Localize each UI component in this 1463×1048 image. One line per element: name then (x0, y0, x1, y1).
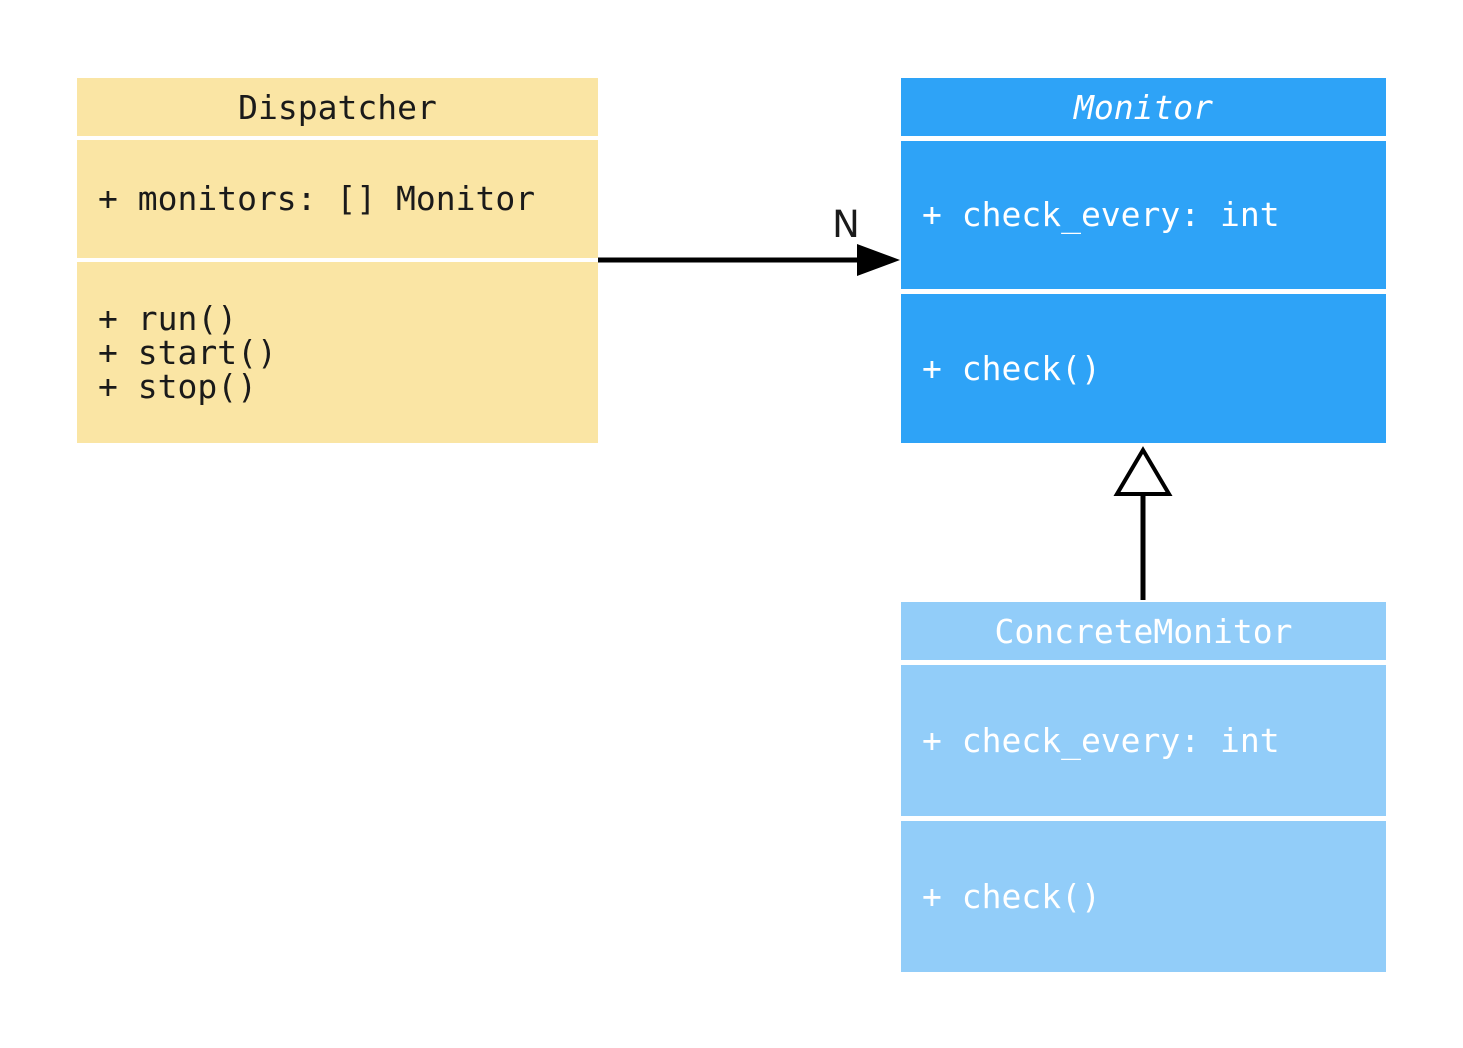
method-run: + run() (98, 298, 238, 338)
attribute-monitors: + monitors: [] Monitor (98, 179, 536, 218)
class-box-dispatcher: Dispatcher + monitors: [] Monitor + run(… (77, 78, 598, 443)
method-start: + start() (98, 332, 277, 372)
class-name-concrete-monitor: ConcreteMonitor (994, 611, 1293, 651)
class-methods-dispatcher: + run() + start() + stop() (77, 262, 598, 443)
class-attributes-monitor: + check_every: int (901, 141, 1386, 289)
attribute-check-every: + check_every: int (922, 195, 1280, 234)
class-name-dispatcher: Dispatcher (238, 87, 437, 127)
class-methods-monitor: + check() (901, 294, 1386, 443)
attribute-check-every: + check_every: int (922, 720, 1280, 760)
class-title-concrete-monitor: ConcreteMonitor (901, 602, 1386, 660)
inheritance-arrow (1113, 446, 1173, 600)
class-box-concrete-monitor: ConcreteMonitor + check_every: int + che… (901, 602, 1386, 972)
association-arrow (598, 244, 900, 276)
class-attributes-concrete-monitor: + check_every: int (901, 665, 1386, 816)
association-multiplicity-label: N (832, 203, 860, 246)
method-check: + check() (922, 348, 1101, 388)
class-name-monitor: Monitor (1073, 87, 1214, 127)
class-attributes-dispatcher: + monitors: [] Monitor (77, 140, 598, 258)
class-title-dispatcher: Dispatcher (77, 78, 598, 136)
method-stop: + stop() (98, 366, 257, 406)
class-title-monitor: Monitor (901, 78, 1386, 136)
class-methods-concrete-monitor: + check() (901, 821, 1386, 972)
class-box-monitor: Monitor + check_every: int + check() (901, 78, 1386, 443)
method-check: + check() (922, 876, 1101, 916)
